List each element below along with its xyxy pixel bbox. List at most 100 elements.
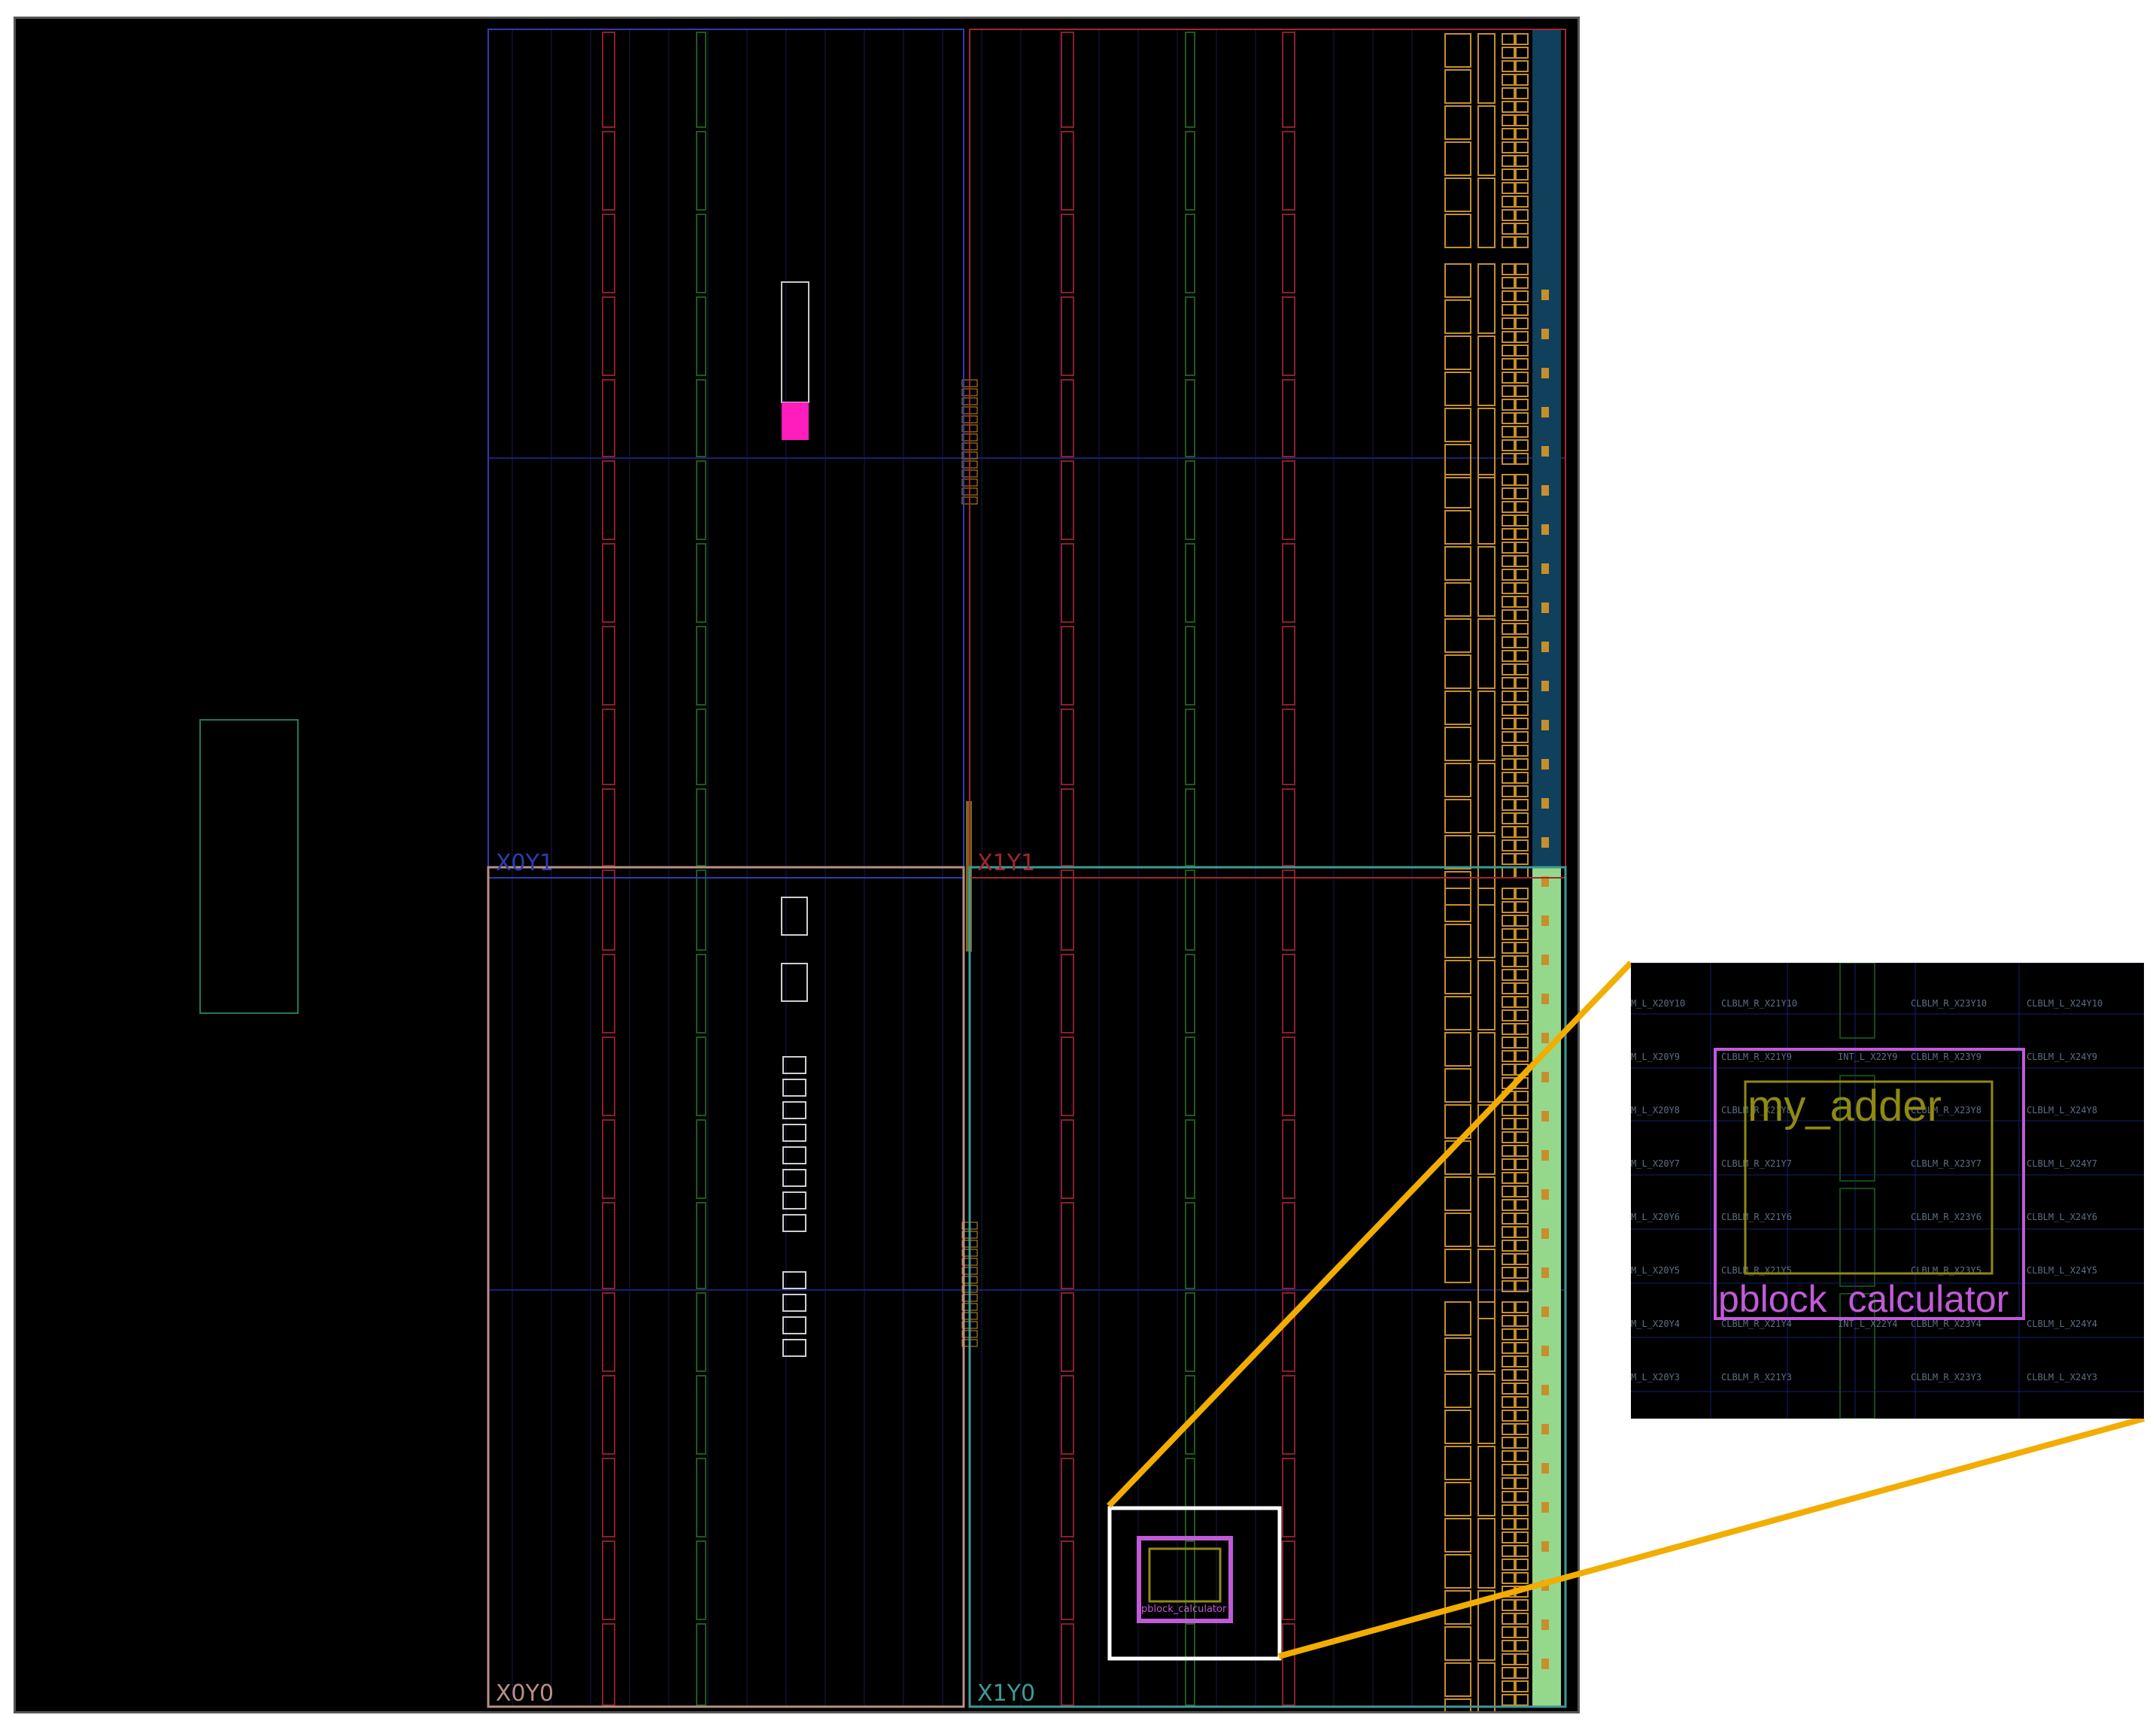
io-pad-tile — [1502, 412, 1515, 424]
io-pad-tile — [1502, 1572, 1515, 1584]
my-adder-zoomed-outline[interactable] — [1744, 1080, 1994, 1275]
site-label: M_L_X20Y8 — [1631, 1105, 1680, 1115]
bram-column — [602, 460, 615, 540]
bram-column — [602, 788, 615, 867]
io-pad — [1541, 876, 1549, 887]
io-pad-tile — [1515, 867, 1529, 879]
io-pad-tile — [1515, 1423, 1529, 1435]
site-label: CLBLM_R_X23Y9 — [1911, 1052, 1981, 1062]
selected-site-outline[interactable] — [781, 281, 809, 403]
io-logic-tile — [1444, 835, 1471, 870]
device-view[interactable]: X0Y1 X1Y1 X0Y0 X1Y0 pblock_calculator — [14, 17, 1580, 1713]
io-interface-tile — [1477, 1104, 1496, 1175]
dsp-column — [696, 32, 706, 128]
dsp-column — [1185, 1119, 1195, 1199]
bram-column — [602, 543, 615, 623]
io-interface-tile — [1477, 546, 1496, 617]
bram-column — [1061, 543, 1074, 623]
io-pad-tile — [1502, 344, 1515, 357]
io-pad-tile — [1515, 1199, 1529, 1211]
dsp-column — [1185, 870, 1195, 951]
io-logic-tile — [1444, 1482, 1471, 1516]
io-pad-tile — [1502, 1694, 1515, 1706]
bram-column — [602, 1202, 615, 1289]
my-adder-cell-outline[interactable] — [1148, 1547, 1222, 1603]
bram-column — [602, 1623, 615, 1706]
io-interface-tile — [1477, 263, 1496, 334]
io-pad-tile — [1515, 636, 1529, 648]
site-label: CLBLM_L_X24Y5 — [2027, 1265, 2097, 1276]
io-pad-tile — [1515, 1369, 1529, 1381]
io-pad — [1541, 720, 1549, 730]
io-pad — [1541, 1619, 1549, 1630]
io-pad — [1541, 1267, 1549, 1278]
io-pad-tile — [1502, 1504, 1515, 1516]
io-pad-tile — [1515, 358, 1529, 370]
io-logic-tile — [1444, 69, 1471, 104]
io-interface-tile — [1477, 1249, 1496, 1319]
clock-region-x0y1[interactable] — [487, 29, 964, 879]
clock-region-x0y0[interactable] — [487, 866, 965, 1708]
clock-region-x1y0[interactable] — [968, 866, 1567, 1708]
io-pad — [1541, 329, 1549, 339]
io-interface-tile — [1477, 835, 1496, 906]
clock-region-x1y1[interactable] — [969, 29, 1566, 879]
io-pad-tile — [1515, 996, 1529, 1008]
io-interface-tile — [1477, 1590, 1496, 1661]
site-label: CLBLM_L_X24Y4 — [2027, 1319, 2097, 1329]
bram-column — [1282, 131, 1295, 211]
dsp-column — [1185, 379, 1195, 457]
io-logic-tile — [1444, 510, 1471, 545]
bram-column — [602, 954, 615, 1033]
io-pad-tile — [1515, 1185, 1529, 1197]
io-pad-tile — [1515, 101, 1529, 113]
io-pad-tile — [1502, 799, 1515, 811]
io-pad-tile — [1515, 799, 1529, 811]
io-pad-tile — [1515, 474, 1529, 486]
io-pad-tile — [1502, 582, 1515, 594]
dsp-column — [1185, 1458, 1195, 1537]
io-pad-tile — [1515, 1037, 1529, 1049]
io-interface-tile — [1477, 888, 1496, 958]
pblock-calculator-outline[interactable] — [1137, 1536, 1233, 1623]
io-logic-tile — [1444, 1068, 1471, 1103]
dsp-tile — [1839, 1293, 1875, 1419]
io-pad-tile — [1515, 542, 1529, 554]
io-pad-tile — [1502, 785, 1515, 797]
io-interface-tile — [1477, 763, 1496, 833]
io-pad — [1541, 290, 1549, 300]
io-logic-tile — [1444, 618, 1471, 653]
io-pad-tile — [1502, 317, 1515, 329]
io-pad-tile — [1502, 901, 1515, 913]
dsp-column — [1185, 131, 1195, 211]
io-pad-tile — [1515, 812, 1529, 824]
dsp-column — [1185, 788, 1195, 867]
device-canvas[interactable]: X0Y1 X1Y1 X0Y0 X1Y0 pblock_calculator — [16, 19, 1578, 1711]
site-grid — [1631, 963, 2144, 1419]
pblock-calculator-zoomed-outline[interactable] — [1714, 1048, 2025, 1320]
dsp-column — [696, 1119, 706, 1199]
site-label: M_L_X20Y3 — [1631, 1372, 1680, 1383]
io-pad-tile — [1502, 372, 1515, 384]
selected-site[interactable] — [782, 402, 809, 440]
site-label: CLBLM_R_X23Y8 — [1911, 1105, 1981, 1115]
dsp-column — [696, 1037, 706, 1116]
io-pad-tile — [1502, 358, 1515, 370]
io-pad-tile — [1502, 128, 1515, 140]
instance-block — [782, 1079, 806, 1097]
bram-column — [602, 32, 615, 128]
io-pad-tile — [1515, 168, 1529, 181]
site-label: CLBLM_L_X24Y7 — [2027, 1158, 2097, 1169]
io-interface-tile — [1477, 335, 1496, 406]
io-logic-tile — [1444, 763, 1471, 797]
io-pad-tile — [1502, 1450, 1515, 1462]
io-pad-tile — [1502, 942, 1515, 954]
bram-column — [1282, 788, 1295, 867]
io-logic-tile — [1444, 474, 1471, 508]
bram-column — [602, 870, 615, 951]
io-logic-tile — [1444, 1213, 1471, 1247]
io-pad-tile — [1502, 1437, 1515, 1449]
io-pad-tile — [1515, 1450, 1529, 1462]
